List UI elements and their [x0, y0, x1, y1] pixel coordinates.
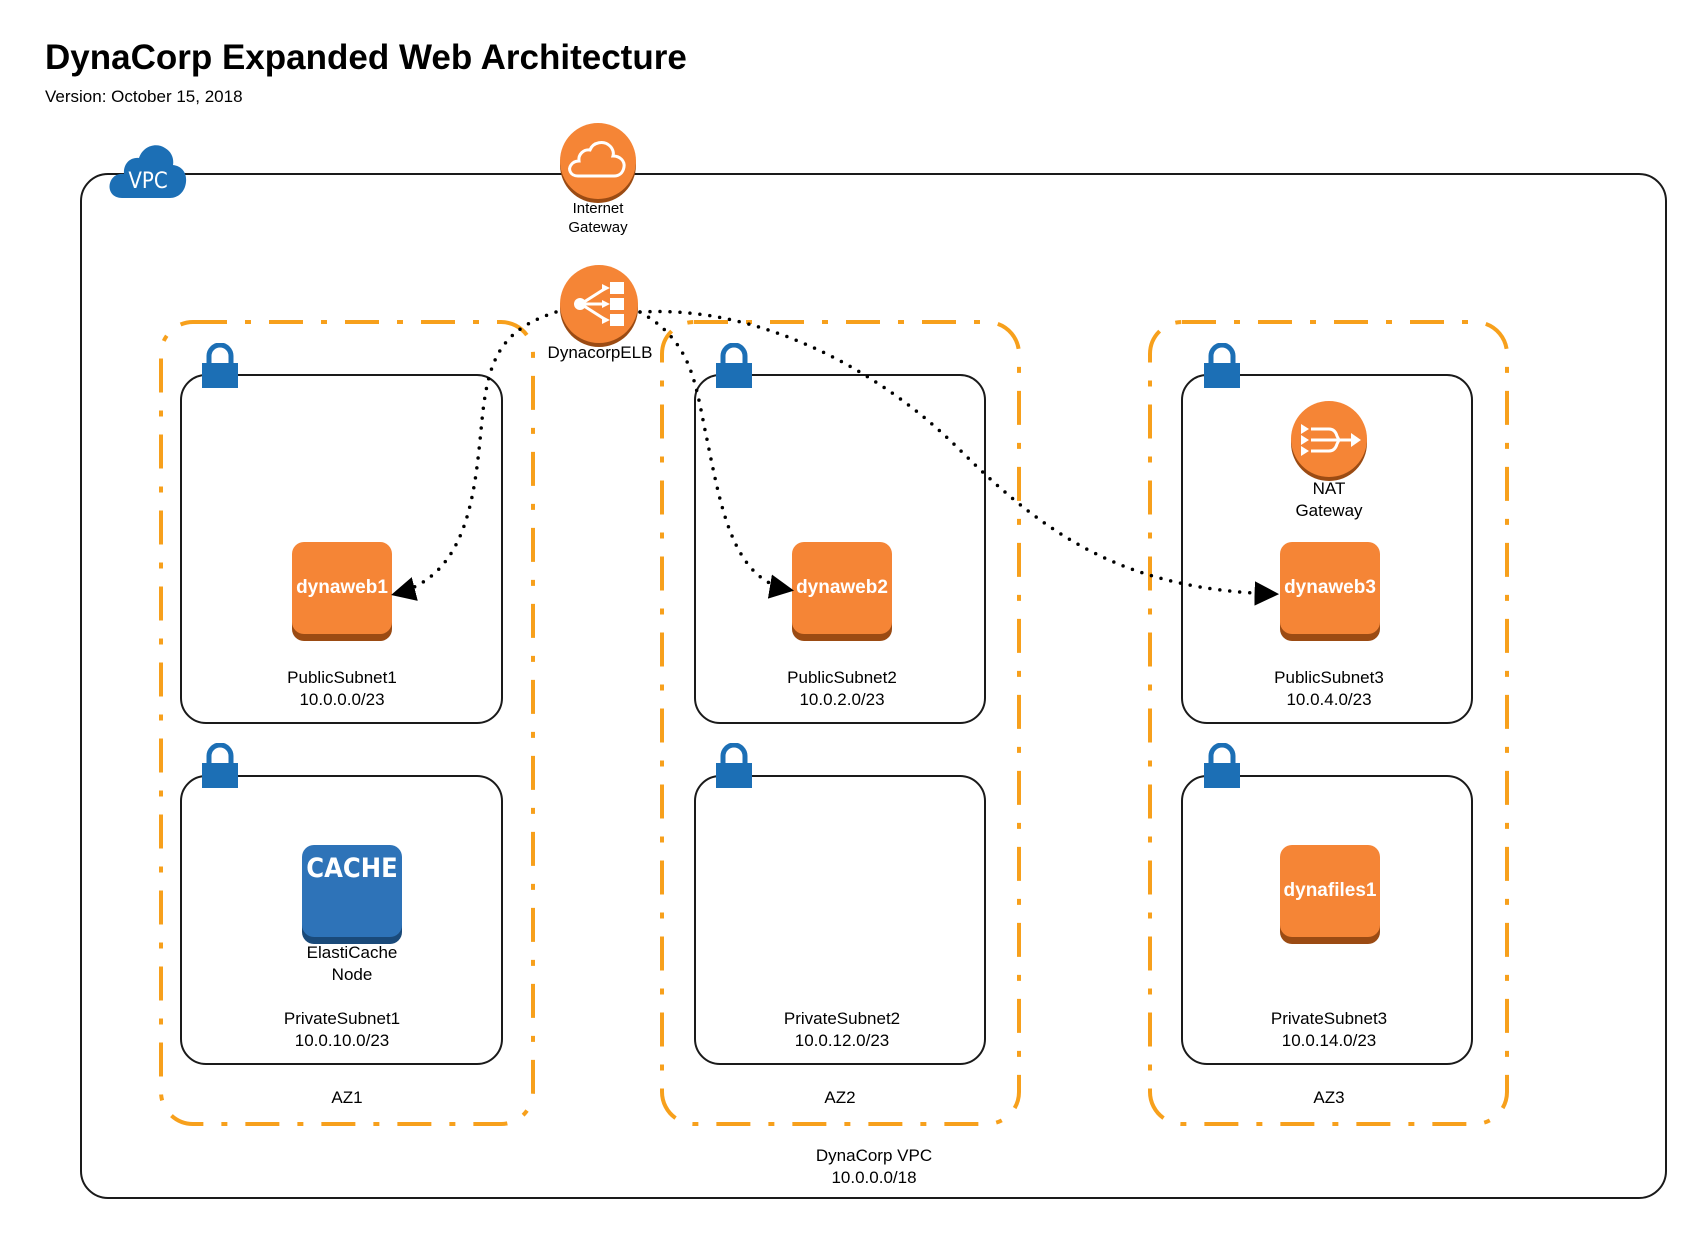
elasticache-node[interactable]: CACHE [302, 845, 402, 945]
instance-label: dynaweb2 [792, 542, 892, 634]
padlock-icon [202, 343, 238, 388]
padlock-icon [202, 743, 238, 788]
subnet-name: PublicSubnet2 [787, 668, 897, 687]
cache-icon-label: CACHE [302, 845, 402, 937]
nat-gateway-label-line1: NAT [1312, 479, 1346, 498]
nat-gateway-label-line2: Gateway [1295, 501, 1363, 520]
vpc-cloud-icon: VPC [109, 145, 187, 198]
vpc-name: DynaCorp VPC [815, 1146, 933, 1165]
subnet-cidr: 10.0.12.0/23 [794, 1031, 890, 1050]
internet-gateway-label-line1: Internet [572, 200, 624, 217]
elasticache-label-line2: Node [331, 965, 373, 984]
instance-label: dynaweb1 [292, 542, 392, 634]
az-label: AZ3 [1313, 1088, 1345, 1107]
version-label: Version: October 15, 2018 [45, 87, 243, 106]
az1-boundary [159, 320, 535, 1126]
elb-icon [560, 265, 638, 347]
elasticache-label-line1: ElastiCache [306, 943, 398, 962]
ec2-instance-dynafiles1[interactable]: dynafiles1 [1280, 845, 1380, 945]
az-label: AZ1 [331, 1088, 363, 1107]
padlock-icon [1204, 743, 1240, 788]
vpc-badge-text: VPC [128, 169, 167, 194]
subnet-name: PrivateSubnet3 [1270, 1009, 1388, 1028]
subnet-cidr: 10.0.0.0/23 [299, 690, 385, 709]
internet-gateway-label-line2: Gateway [568, 219, 628, 236]
padlock-icon [716, 343, 752, 388]
padlock-icon [1204, 343, 1240, 388]
ec2-instance-dynaweb3[interactable]: dynaweb3 [1280, 542, 1380, 642]
subnet-cidr: 10.0.4.0/23 [1286, 690, 1372, 709]
subnet-cidr: 10.0.10.0/23 [294, 1031, 390, 1050]
page-title: DynaCorp Expanded Web Architecture [45, 38, 687, 77]
ec2-instance-dynaweb1[interactable]: dynaweb1 [292, 542, 392, 642]
subnet-cidr: 10.0.2.0/23 [799, 690, 885, 709]
internet-gateway-icon [560, 123, 636, 203]
private-subnet-2 [694, 775, 986, 1065]
subnet-name: PrivateSubnet2 [783, 1009, 901, 1028]
elb-label: DynacorpELB [547, 343, 653, 362]
nat-gateway-icon [1291, 401, 1367, 481]
az-label: AZ2 [824, 1088, 856, 1107]
instance-label: dynafiles1 [1280, 845, 1380, 937]
ec2-instance-dynaweb2[interactable]: dynaweb2 [792, 542, 892, 642]
az3-boundary [1148, 320, 1509, 1126]
subnet-cidr: 10.0.14.0/23 [1281, 1031, 1377, 1050]
padlock-icon [716, 743, 752, 788]
instance-label: dynaweb3 [1280, 542, 1380, 634]
subnet-name: PrivateSubnet1 [283, 1009, 401, 1028]
vpc-cidr: 10.0.0.0/18 [831, 1168, 917, 1187]
subnet-name: PublicSubnet3 [1274, 668, 1384, 687]
vpc-container [80, 173, 1667, 1199]
az2-boundary [660, 320, 1021, 1126]
subnet-name: PublicSubnet1 [287, 668, 397, 687]
